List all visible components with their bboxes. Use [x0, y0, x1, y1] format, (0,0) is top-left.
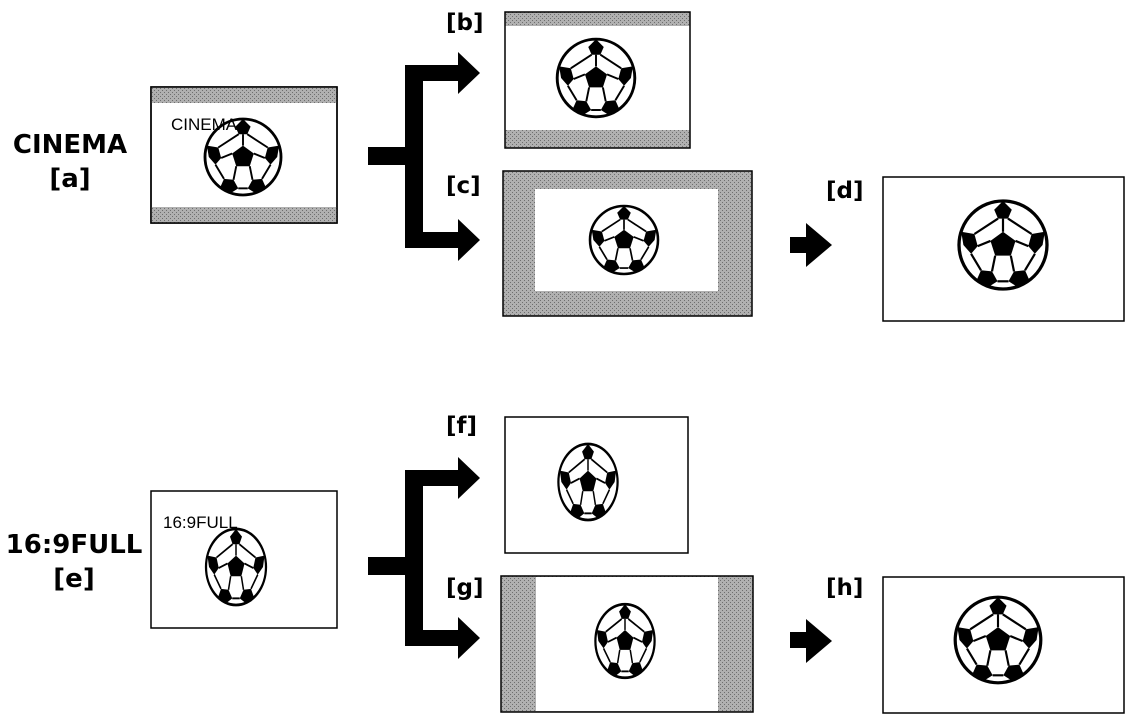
screen-a: CINEMA — [151, 87, 337, 223]
soccer-ball-icon — [590, 206, 658, 274]
soccer-ball-icon — [557, 39, 635, 117]
screen-f — [505, 417, 688, 553]
screen-e: 16:9FULL — [151, 491, 337, 628]
soccer-ball-icon — [955, 597, 1041, 683]
screen-c — [503, 171, 752, 316]
soccer-ball-icon — [595, 604, 654, 678]
arrow-right-icon — [790, 619, 832, 663]
osd-cinema: CINEMA — [171, 115, 238, 134]
soccer-ball-icon — [206, 529, 266, 605]
osd-full: 16:9FULL — [163, 513, 238, 532]
branch-arrow-icon — [368, 52, 480, 261]
screen-b — [505, 12, 690, 148]
screen-d — [883, 177, 1124, 321]
branch-arrow-icon — [368, 457, 480, 659]
soccer-ball-icon — [959, 201, 1047, 289]
arrow-right-icon — [790, 223, 832, 267]
screen-g — [501, 576, 753, 712]
screen-h — [883, 577, 1124, 713]
soccer-ball-icon — [558, 444, 617, 520]
